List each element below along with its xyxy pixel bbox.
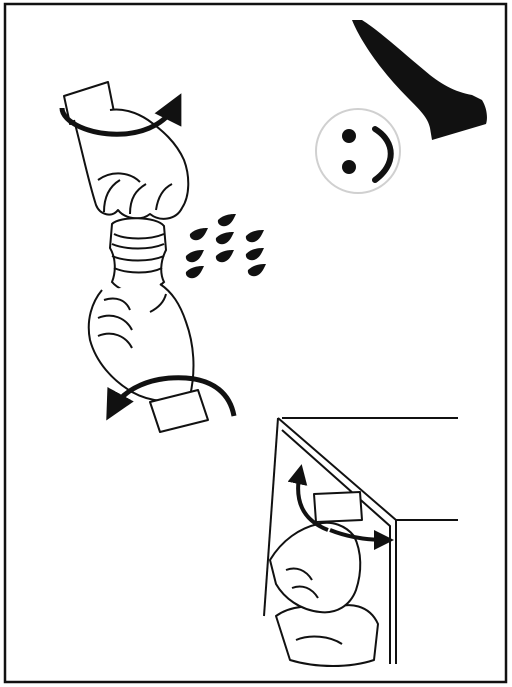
twisted-cloth <box>110 218 166 292</box>
smiley-face-icon <box>316 109 400 193</box>
